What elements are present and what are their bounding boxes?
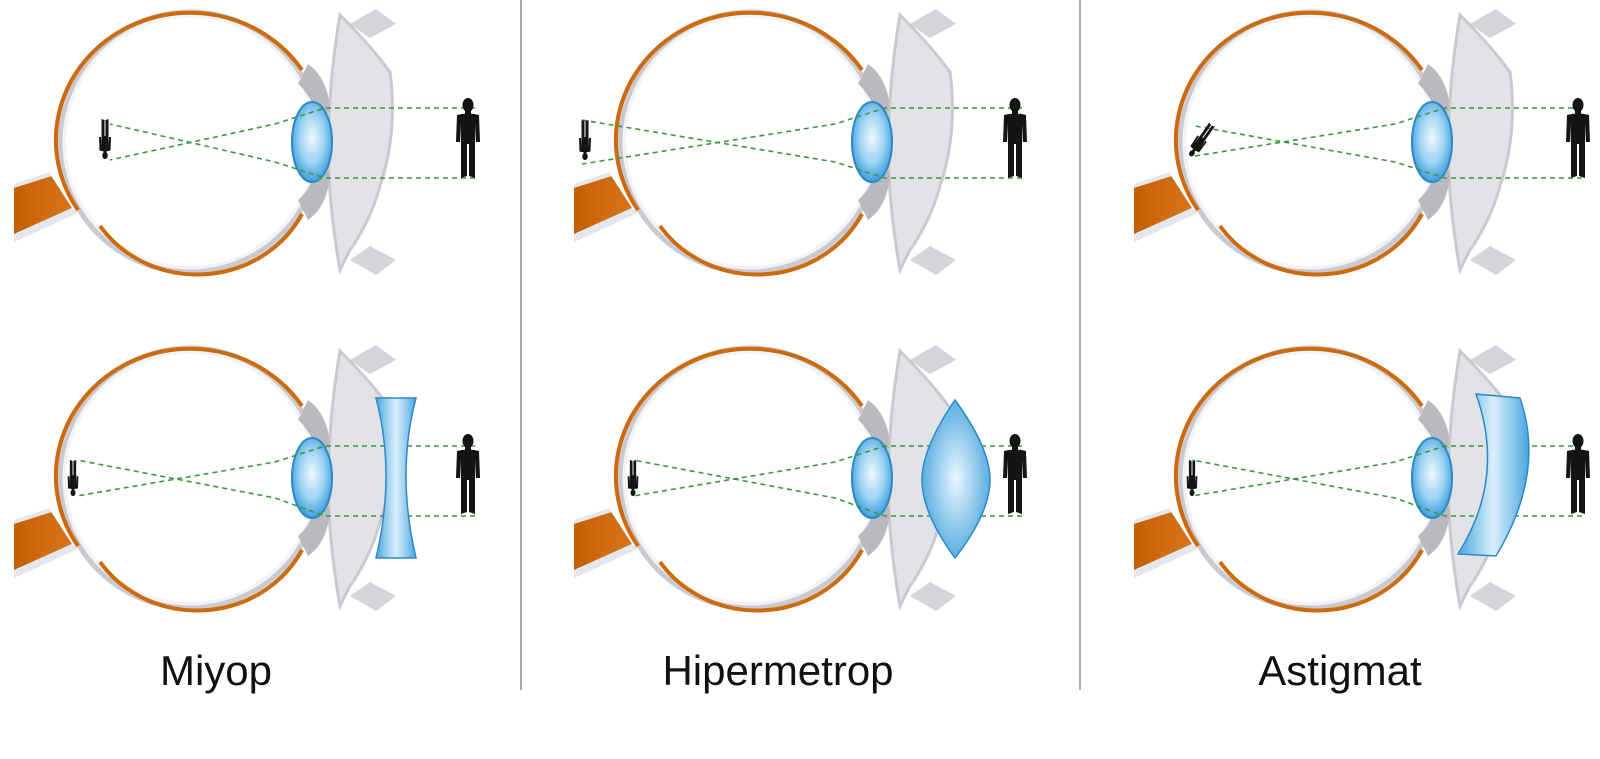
eye-illustration	[1134, 345, 1590, 611]
eye-illustration	[14, 9, 480, 275]
convex-lens-icon	[921, 398, 991, 560]
eye-illustration	[14, 345, 480, 611]
eye-illustration	[574, 9, 1027, 275]
myopia-panel	[14, 9, 480, 611]
astigmatism-panel	[1134, 9, 1590, 611]
cylindrical-lens-icon	[1456, 393, 1530, 557]
hyperopia-label: Hipermetrop	[662, 647, 894, 694]
eye-illustration	[1134, 9, 1590, 275]
concave-lens-icon	[375, 397, 417, 559]
myopia-label: Miyop	[159, 647, 273, 694]
hyperopia-panel	[574, 9, 1027, 611]
eye-illustration	[574, 345, 1027, 611]
astigmatism-label: Astigmat	[1258, 647, 1422, 694]
inverted-image-icon	[579, 120, 591, 160]
